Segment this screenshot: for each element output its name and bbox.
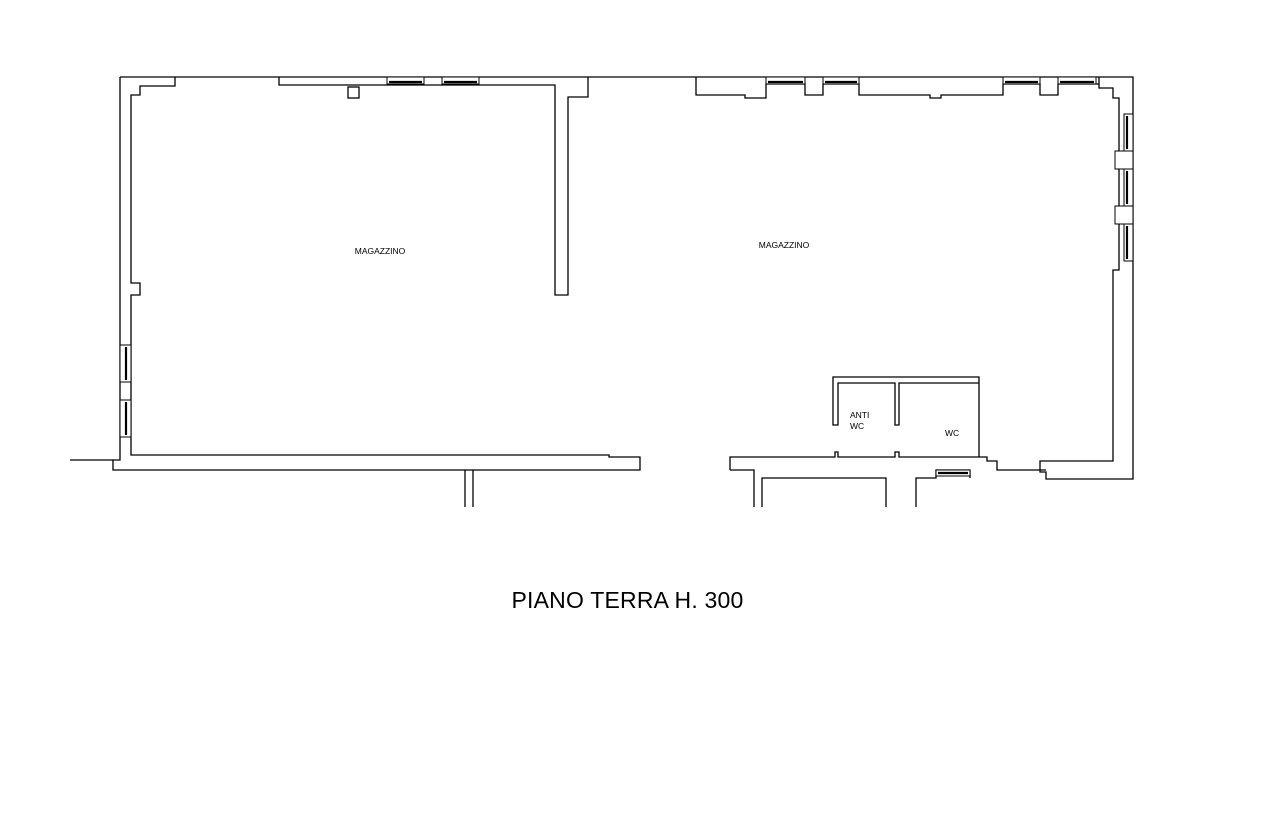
window-group-left xyxy=(119,344,132,438)
window xyxy=(441,76,480,85)
window xyxy=(822,76,860,85)
window-mullion xyxy=(1114,205,1134,225)
window-group-top xyxy=(386,76,1097,85)
window xyxy=(765,76,806,85)
plan-caption: PIANO TERRA H. 300 xyxy=(511,587,744,613)
window-group-right xyxy=(1114,113,1134,262)
room-label-anti-wc-line2: WC xyxy=(850,421,864,431)
window-mullion xyxy=(1114,150,1134,170)
room-label-wc: WC xyxy=(945,428,959,438)
corridor-walls-left xyxy=(464,470,474,507)
outer-wall xyxy=(112,76,1134,480)
window xyxy=(1002,76,1041,85)
bottom-wall-middle xyxy=(729,376,1046,507)
pillar-block xyxy=(347,86,360,99)
room-label-magazzino-left: MAGAZZINO xyxy=(355,246,406,256)
window xyxy=(386,76,425,85)
left-room-top-wall xyxy=(278,77,589,296)
room-label-magazzino-right: MAGAZZINO xyxy=(759,240,810,250)
right-room-top-wall xyxy=(695,77,1099,99)
room-label-anti-wc-line1: ANTI xyxy=(850,410,869,420)
window xyxy=(1057,76,1097,85)
window-group-wc xyxy=(935,469,971,477)
